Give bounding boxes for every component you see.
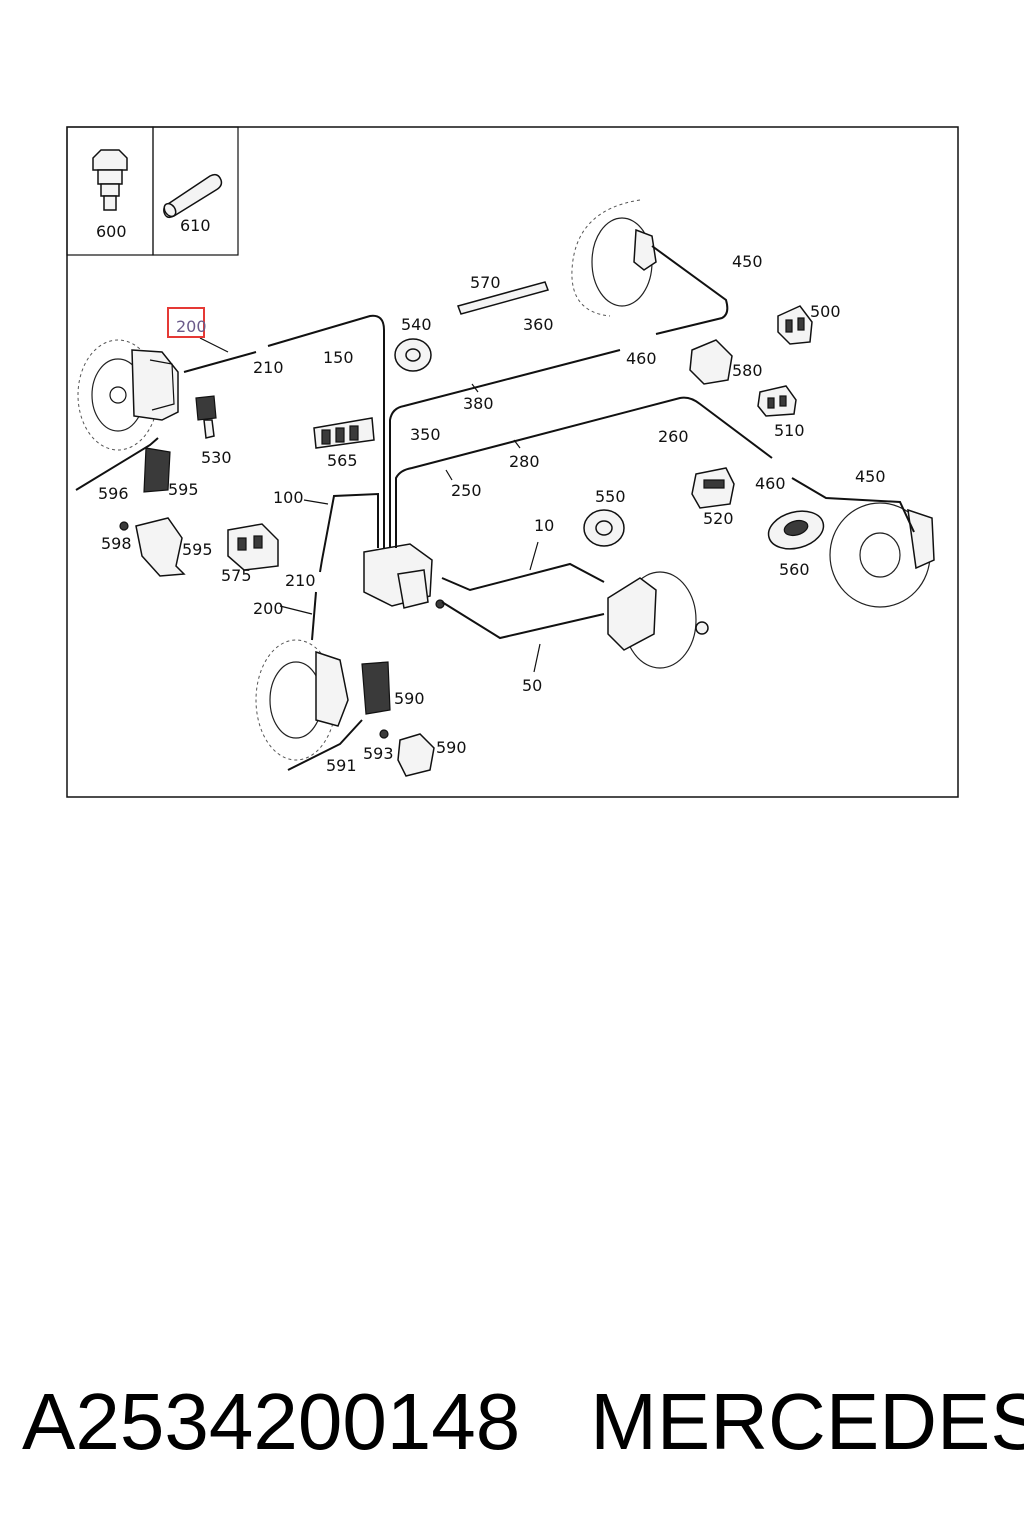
brake-booster-icon <box>607 571 709 669</box>
callout-210-lower[interactable]: 210 <box>285 571 316 590</box>
callout-260[interactable]: 260 <box>658 427 689 446</box>
callout-595-lower[interactable]: 595 <box>182 540 213 559</box>
callout-150[interactable]: 150 <box>323 348 354 367</box>
callout-460-lower[interactable]: 460 <box>755 474 786 493</box>
clip-510-icon <box>757 385 797 417</box>
cable-596 <box>75 437 159 491</box>
callout-590-lower[interactable]: 590 <box>436 738 467 757</box>
callout-540[interactable]: 540 <box>401 315 432 334</box>
inset-label-610[interactable]: 610 <box>180 216 211 235</box>
rear-top-brake-disc-icon <box>571 199 657 317</box>
inset-label-600[interactable]: 600 <box>96 222 127 241</box>
callout-450-lower[interactable]: 450 <box>855 467 886 486</box>
callout-550[interactable]: 550 <box>595 487 626 506</box>
sleeve-icon <box>163 173 223 219</box>
callout-591[interactable]: 591 <box>326 756 357 775</box>
callout-280[interactable]: 280 <box>509 452 540 471</box>
callout-380[interactable]: 380 <box>463 394 494 413</box>
brake-line-200-upper <box>183 351 257 373</box>
callout-595-upper[interactable]: 595 <box>168 480 199 499</box>
callout-450-top[interactable]: 450 <box>732 252 763 271</box>
callout-100[interactable]: 100 <box>273 488 304 507</box>
callout-570[interactable]: 570 <box>470 273 501 292</box>
grommet-560-icon <box>767 510 825 550</box>
wear-sensor-530-icon <box>195 395 217 439</box>
holder-575-icon <box>227 523 279 571</box>
callout-580[interactable]: 580 <box>732 361 763 380</box>
brake-system-diagram: 200 600 610 570 450 500 540 360 460 580 … <box>66 126 959 798</box>
clip-565-icon <box>313 417 375 449</box>
grommet-540-icon <box>394 338 432 372</box>
front-right-brake-disc-icon <box>255 639 349 761</box>
callout-highlighted[interactable]: 200 <box>176 317 207 336</box>
callout-596[interactable]: 596 <box>98 484 129 503</box>
callout-565[interactable]: 565 <box>327 451 358 470</box>
callout-350[interactable]: 350 <box>410 425 441 444</box>
front-left-brake-disc-icon <box>77 339 179 451</box>
callout-210-top[interactable]: 210 <box>253 358 284 377</box>
brake-lines <box>183 245 915 641</box>
diagram-frame <box>66 126 959 798</box>
highlight-box <box>167 307 205 338</box>
callout-200-lower[interactable]: 200 <box>253 599 284 618</box>
callout-500[interactable]: 500 <box>810 302 841 321</box>
callout-50[interactable]: 50 <box>522 676 542 695</box>
bracket-595-icon <box>119 517 186 577</box>
abs-hydraulic-unit-icon <box>363 543 445 609</box>
callout-510[interactable]: 510 <box>774 421 805 440</box>
bleed-nut-icon <box>92 149 128 211</box>
footer-caption: A2534200148 MERCEDES <box>22 1372 1024 1472</box>
callout-360[interactable]: 360 <box>523 315 554 334</box>
callout-560[interactable]: 560 <box>779 560 810 579</box>
inset-box-610 <box>152 126 239 256</box>
callout-250[interactable]: 250 <box>451 481 482 500</box>
part-number: A2534200148 <box>22 1377 521 1466</box>
callout-590-upper[interactable]: 590 <box>394 689 425 708</box>
callout-520[interactable]: 520 <box>703 509 734 528</box>
sensor-590-icon <box>361 661 391 715</box>
rear-right-brake-disc-icon <box>829 502 935 608</box>
callout-598[interactable]: 598 <box>101 534 132 553</box>
callout-460-top[interactable]: 460 <box>626 349 657 368</box>
callout-575[interactable]: 575 <box>221 566 252 585</box>
cable-591 <box>287 719 363 771</box>
grommet-550-icon <box>583 509 625 547</box>
callout-593[interactable]: 593 <box>363 744 394 763</box>
clip-500-icon <box>777 305 813 345</box>
leader-lines <box>199 337 541 673</box>
strip-570-icon <box>457 281 549 315</box>
clip-580-icon <box>689 339 733 385</box>
bracket-590-icon <box>379 729 435 777</box>
brand-name: MERCEDES <box>590 1377 1024 1466</box>
callout-10[interactable]: 10 <box>534 516 554 535</box>
sensor-595-upper-icon <box>143 447 171 493</box>
callout-530[interactable]: 530 <box>201 448 232 467</box>
clip-520-icon <box>691 467 735 509</box>
